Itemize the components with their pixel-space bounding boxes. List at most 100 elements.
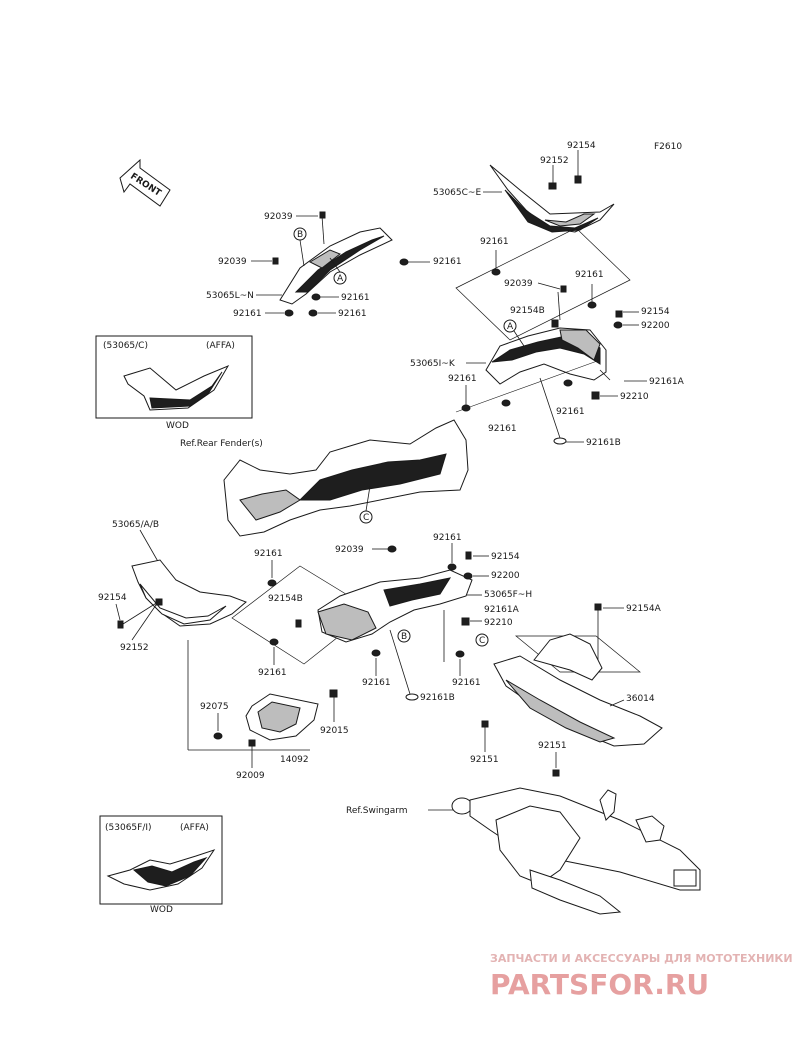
washer-icon [463, 572, 473, 580]
collar-icon [461, 617, 470, 626]
cover-14092 [245, 693, 319, 741]
callout-a: A [507, 322, 514, 332]
part-label: 36014 [626, 694, 655, 704]
part-label: 92039 [504, 279, 533, 289]
grommet-icon [269, 638, 279, 646]
grommet-icon [311, 293, 321, 301]
inset-part: (53065F/I) [105, 823, 152, 833]
part-label: 92015 [320, 726, 349, 736]
bolt-icon [548, 182, 557, 190]
bolt-icon [552, 769, 560, 777]
part-label: 92161 [258, 668, 287, 678]
bolt-icon [560, 285, 567, 293]
part-label: 92161A [649, 377, 685, 387]
part-label: 92161 [556, 407, 585, 417]
grommet-icon [447, 563, 457, 571]
part-label: 92210 [484, 618, 513, 628]
part-label: 92075 [200, 702, 229, 712]
part-label: 92154A [626, 604, 662, 614]
part-label: 92161 [233, 309, 262, 319]
grommet-icon [587, 301, 597, 309]
collar-icon [591, 391, 600, 400]
rear-fender-ref [223, 419, 469, 537]
part-label: 92161 [448, 374, 477, 384]
part-label: 92161 [480, 237, 509, 247]
grommet-icon [399, 258, 409, 266]
seat-cover-a-b [131, 559, 247, 627]
ref-swingarm: Ref.Swingarm [346, 806, 408, 816]
grommet-icon [491, 268, 501, 276]
figure-id: F2610 [654, 142, 682, 152]
callout-c: C [363, 513, 369, 523]
seat-cover-c-e [489, 164, 615, 233]
part-label: 92151 [470, 755, 499, 765]
part-label: 92161 [575, 270, 604, 280]
bolt-icon [272, 257, 279, 265]
part-label: 92154 [491, 552, 520, 562]
part-label: 92161 [338, 309, 367, 319]
bolt-icon [248, 739, 256, 747]
clip-icon [329, 689, 338, 698]
part-label: 92154B [510, 306, 545, 316]
part-label: 92161B [420, 693, 455, 703]
bolt-icon [117, 620, 124, 629]
swingarm-ref [451, 787, 701, 915]
part-label: 92161B [586, 438, 621, 448]
bolt-icon [295, 619, 302, 628]
washer-icon [613, 321, 623, 329]
part-label: 92200 [491, 571, 520, 581]
watermark-tagline: ЗАПЧАСТИ И АКСЕССУАРЫ ДЛЯ МОТОТЕХНИКИ [490, 952, 793, 965]
grommet-icon [213, 732, 223, 740]
part-label: 92161 [362, 678, 391, 688]
part-label: 53065F~H [484, 590, 532, 600]
grommet-icon [387, 545, 397, 553]
inset-box-top: (53065/C) (AFFA) WOD [95, 335, 253, 431]
bolt-icon [481, 720, 489, 728]
inset-part: (53065/C) [103, 341, 148, 351]
callout-c: C [479, 636, 485, 646]
part-label: 92210 [620, 392, 649, 402]
grommet-icon [371, 649, 381, 657]
inset-color: WOD [166, 421, 189, 431]
seat-cover-i-k [485, 327, 607, 385]
grommet-icon [455, 650, 465, 658]
part-label: 92161 [452, 678, 481, 688]
part-label: 92154 [641, 307, 670, 317]
damper-icon [553, 437, 567, 445]
part-label: 92152 [120, 643, 149, 653]
ref-rear-fender: Ref.Rear Fender(s) [180, 439, 263, 449]
part-label: 53065L~N [206, 291, 254, 301]
grommet-icon [267, 579, 277, 587]
part-label: 92154B [268, 594, 303, 604]
part-label: 14092 [280, 755, 309, 765]
part-label: 92161 [433, 533, 462, 543]
inset-color: WOD [150, 905, 173, 915]
part-label: 92161 [488, 424, 517, 434]
grommet-icon [563, 379, 573, 387]
bolt-icon [551, 319, 559, 328]
part-label: 53065C~E [433, 188, 481, 198]
inset-variant: (AFFA) [180, 823, 209, 833]
part-label: 92152 [540, 156, 569, 166]
part-label: 53065I~K [410, 359, 456, 369]
part-label: 92039 [264, 212, 293, 222]
part-label: 92151 [538, 741, 567, 751]
grommet-icon [461, 404, 471, 412]
part-label: 92039 [335, 545, 364, 555]
part-label: 92161 [341, 293, 370, 303]
bolt-icon [155, 598, 163, 606]
part-label: 53065/A/B [112, 520, 159, 530]
part-label: 92154 [98, 593, 127, 603]
grommet-icon [308, 309, 318, 317]
part-label: 92161 [433, 257, 462, 267]
part-label: 92009 [236, 771, 265, 781]
watermark-logo: PARTSFOR.RU [490, 968, 709, 1001]
callout-a: A [337, 274, 344, 284]
bolt-icon [465, 551, 472, 560]
seat-cover-f-h [317, 569, 473, 643]
part-label: 92200 [641, 321, 670, 331]
front-arrow-icon: FRONT [119, 158, 171, 207]
chain-guard-36014 [493, 633, 663, 747]
callout-b: B [401, 632, 407, 642]
